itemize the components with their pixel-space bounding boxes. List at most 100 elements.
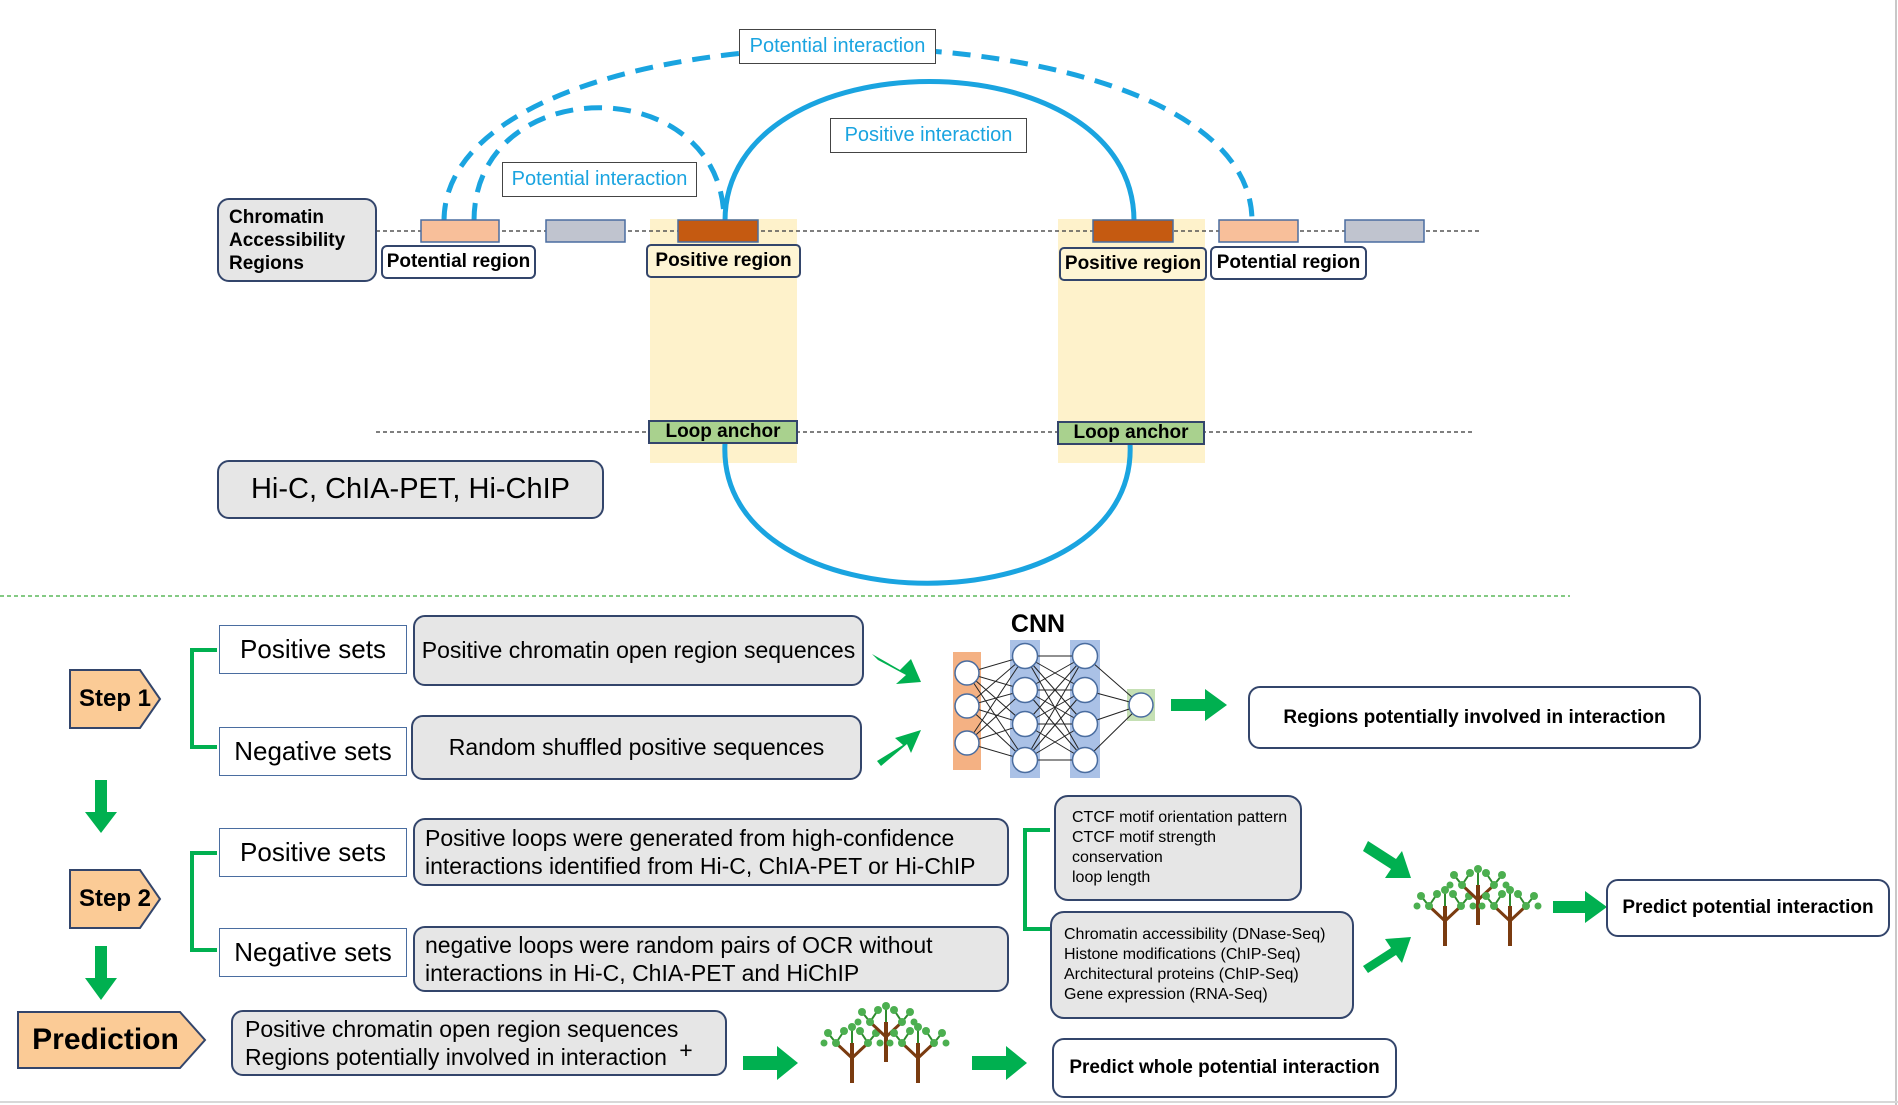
arrow-down-icon [85,946,117,1000]
step1-text: Step 1 [78,685,152,712]
tree-icon [884,1021,952,1085]
step1-positive-seq-text: Positive chromatin open region sequences [421,637,856,663]
cnn-edge [1024,689,1086,761]
cnn-edge [966,655,1026,744]
step2-negative-sets: Negative sets [219,928,407,977]
prediction-label: Prediction [18,1012,193,1068]
arrow-right-icon [1363,937,1411,973]
step2-output-box: Predict potential interaction [1606,879,1890,937]
positive-interaction-arc [722,79,1137,222]
step1-output-text: Regions potentially involved in interact… [1283,706,1666,728]
step2-label: Step 2 [70,870,160,928]
arrow-right-icon [872,654,921,684]
step2-positive-desc-line-2: interactions identified from Hi-C, ChIA-… [425,853,976,879]
potential-interaction-outer-text: Potential interaction [749,35,926,57]
cnn-node [1011,746,1039,774]
feature-b-3: Architectural proteins (ChIP-Seq) [1064,966,1299,983]
step1-positive-sequences: Positive chromatin open region sequences [413,615,864,686]
feature-a-2: CTCF motif strength [1072,829,1217,846]
step2-bracket [190,851,217,952]
step1-positive-sets: Positive sets [219,625,407,674]
step2-positive-desc-line-1: Positive loops were generated from high-… [425,825,955,851]
prediction-shape [17,1011,207,1069]
cnn-node [954,660,980,686]
cnn-node [954,730,980,756]
cnn-node [1071,746,1099,774]
step2-output-text: Predict potential interaction [1622,897,1874,918]
cnn-node [1071,642,1099,670]
plus-sign: + [674,1036,698,1064]
prediction-output-box: Predict whole potential interaction [1052,1038,1397,1098]
arrow-right-icon [1553,891,1607,923]
cnn-node [1071,676,1099,704]
step1-label: Step 1 [70,670,160,728]
prediction-input-box: Positive chromatin open region sequences… [231,1010,727,1076]
gray-region-right-block [1344,219,1425,243]
cnn-node [1011,642,1039,670]
cnn-network [953,640,1155,778]
step1-bracket [190,648,217,749]
positive-region-left-block [677,219,759,243]
prediction-text: Prediction [32,1023,179,1056]
arrow-right-icon [877,730,921,766]
cnn-node [1128,692,1154,718]
positive-region-right-block [1092,219,1174,243]
prediction-input-line-1: Positive chromatin open region sequences [245,1016,679,1042]
step1-negative-sets: Negative sets [219,727,407,776]
step2-positive-description: Positive loops were generated from high-… [413,818,1009,886]
step2-negative-sets-text: Negative sets [234,937,392,967]
cnn-edge [1024,655,1086,725]
cnn-node [1011,710,1039,738]
feature-a-3: conservation [1072,849,1163,866]
potential-region-right-block [1218,219,1299,243]
chromatin-line-3: Regions [229,252,304,274]
positive-region-right-text: Positive region [1064,253,1202,274]
step1-output-box: Regions potentially involved in interact… [1248,686,1701,749]
loop-anchor-right-text: Loop anchor [1073,422,1189,443]
arrow-right-icon [1363,841,1411,878]
step2-negative-desc-line-1: negative loops were random pairs of OCR … [425,932,933,958]
step1-negative-sets-text: Negative sets [234,736,392,766]
potential-region-left-label: Potential region [381,245,536,279]
potential-interaction-outer-label: Potential interaction [739,29,936,64]
potential-interaction-inner-label: Potential interaction [502,162,697,197]
cnn-node [954,693,980,719]
features-omics-box: Chromatin accessibility (DNase-Seq) Hist… [1050,911,1354,1019]
prediction-input-line-2: Regions potentially involved in interact… [245,1044,667,1070]
loop-anchor-right: Loop anchor [1057,421,1205,445]
positive-region-left-text: Positive region [655,250,792,271]
step2-negative-desc-line-2: interactions in Hi-C, ChIA-PET and HiChI… [425,960,860,986]
tree-icon [1476,884,1544,948]
step2-positive-sets: Positive sets [219,828,407,877]
hic-chiapet-hichip-box: Hi-C, ChIA-PET, Hi-ChIP [217,460,604,519]
chromatin-accessibility-box: Chromatin Accessibility Regions [217,198,377,282]
loop-anchor-left: Loop anchor [648,420,798,444]
potential-region-left-block [420,219,500,243]
potential-region-right-label: Potential region [1210,246,1367,280]
arrow-right-icon [972,1046,1027,1080]
chromatin-line-1: Chromatin [229,206,324,228]
step1-negative-sequences: Random shuffled positive sequences [411,715,862,780]
positive-region-right-label: Positive region [1059,247,1207,281]
step1-shape [69,669,162,729]
feature-bracket [1023,828,1050,931]
potential-region-left-text: Potential region [386,251,531,272]
step2-positive-sets-text: Positive sets [240,837,386,867]
cnn-edge [1024,655,1086,761]
feature-b-1: Chromatin accessibility (DNase-Seq) [1064,926,1326,943]
feature-b-2: Histone modifications (ChIP-Seq) [1064,946,1301,963]
potential-region-right-text: Potential region [1216,252,1361,273]
features-sequence-box: CTCF motif orientation pattern CTCF moti… [1054,795,1302,901]
cnn-title: CNN [1000,608,1076,640]
arrow-down-icon [85,780,117,833]
potential-interaction-inner-arc [471,105,727,222]
feature-b-4: Gene expression (RNA-Seq) [1064,986,1268,1003]
prediction-output-text: Predict whole potential interaction [1069,1057,1380,1078]
potential-interaction-inner-text: Potential interaction [511,168,688,190]
step1-positive-sets-text: Positive sets [240,634,386,664]
feature-a-4: loop length [1072,869,1151,886]
positive-interaction-label: Positive interaction [830,118,1027,153]
gray-region-left-block [545,219,626,243]
arrow-right-icon [1171,689,1227,721]
tree-icon [1411,884,1479,948]
